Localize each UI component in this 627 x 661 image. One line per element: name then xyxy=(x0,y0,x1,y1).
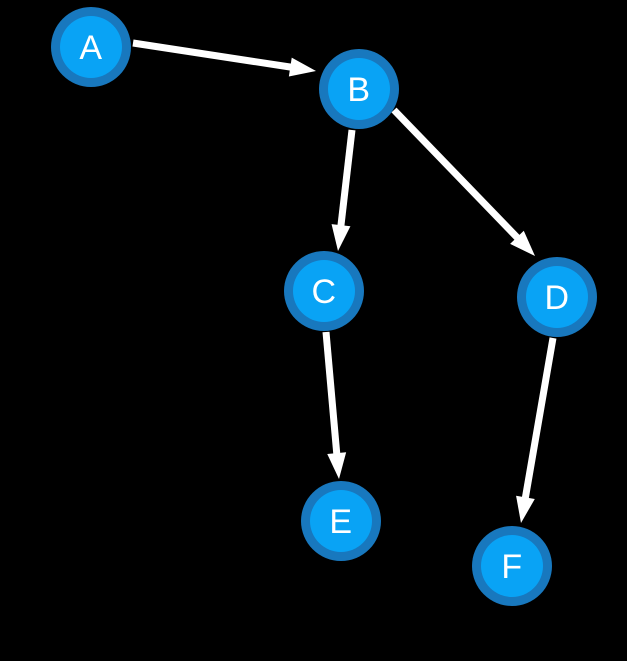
edge-arrowhead-icon xyxy=(327,452,347,479)
edge-line xyxy=(337,129,356,229)
graph-node-f[interactable]: F xyxy=(472,526,552,606)
graph-node-b[interactable]: B xyxy=(319,49,399,129)
edge-line xyxy=(521,337,557,501)
node-fill xyxy=(60,16,122,78)
edge-line xyxy=(391,107,522,242)
graph-node-a[interactable]: A xyxy=(51,7,131,87)
edges-layer xyxy=(132,39,557,523)
edge-arrowhead-icon xyxy=(516,495,535,523)
graph-node-e[interactable]: E xyxy=(301,481,381,561)
node-label: A xyxy=(79,29,102,67)
edge-line xyxy=(322,331,341,457)
node-fill xyxy=(328,58,390,120)
node-fill xyxy=(293,260,355,322)
node-fill xyxy=(481,535,543,597)
node-label: C xyxy=(311,273,336,311)
edge-arrowhead-icon xyxy=(331,224,351,251)
graph-edge-b-to-d[interactable] xyxy=(391,107,535,256)
graph-edge-a-to-b[interactable] xyxy=(132,39,316,77)
node-label: F xyxy=(501,548,522,586)
edge-arrowhead-icon xyxy=(510,230,535,256)
graph-edge-c-to-e[interactable] xyxy=(322,331,347,479)
graph-edge-b-to-c[interactable] xyxy=(331,129,356,251)
nodes-layer: A B C D E F xyxy=(51,7,597,606)
edge-line xyxy=(132,39,294,71)
node-fill xyxy=(310,490,372,552)
graph-edge-d-to-f[interactable] xyxy=(516,337,557,523)
node-fill xyxy=(526,266,588,328)
graph-node-d[interactable]: D xyxy=(517,257,597,337)
node-label: B xyxy=(347,71,370,109)
graph-node-c[interactable]: C xyxy=(284,251,364,331)
edge-arrowhead-icon xyxy=(288,57,316,77)
node-label: E xyxy=(329,503,352,541)
node-label: D xyxy=(544,279,569,317)
